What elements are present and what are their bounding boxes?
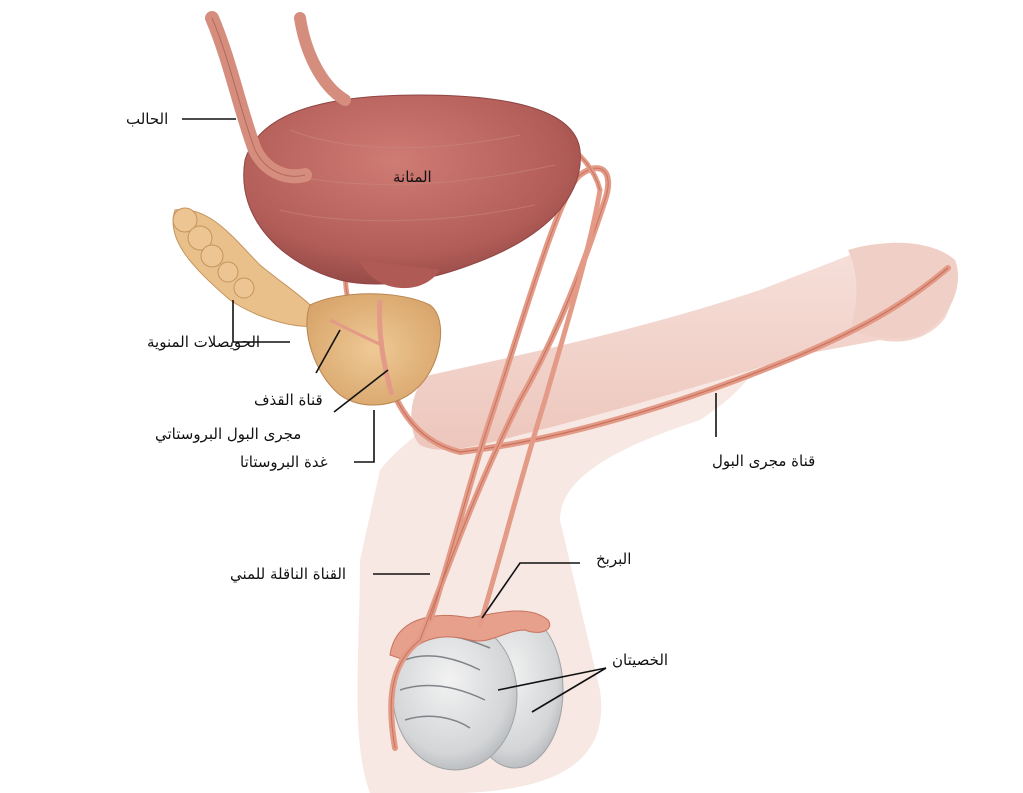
epididymis-shape xyxy=(389,610,551,661)
seminal-vesicles-shape xyxy=(172,207,321,327)
label-testes: الخصيتان xyxy=(612,651,669,669)
leader-lines xyxy=(182,118,717,713)
leader-prostate xyxy=(354,410,375,463)
label-ureter: الحالب xyxy=(126,110,169,128)
prostate-shape xyxy=(306,293,442,406)
leader-testis-1 xyxy=(497,667,607,691)
leader-testis-2 xyxy=(531,667,607,713)
leader-ejaculatory-duct xyxy=(315,329,341,374)
label-prostate: غدة البروستاتا xyxy=(240,453,328,471)
leader-epididymis xyxy=(481,562,580,619)
label-seminal-vesicles: الحويصلات المنوية xyxy=(147,333,261,351)
label-bladder: المثانة xyxy=(393,168,432,186)
label-epididymis: البربخ xyxy=(596,550,632,568)
leader-prostatic-urethra xyxy=(333,369,389,413)
label-vas-deferens: القناة الناقلة للمني xyxy=(230,565,347,583)
leader-seminal-vesicles xyxy=(232,300,290,343)
label-urethra: قناة مجرى البول xyxy=(712,452,816,470)
bladder-shape xyxy=(243,94,581,289)
label-ejaculatory-duct: قناة القذف xyxy=(254,391,323,409)
label-prostatic-urethra: مجرى البول البروستاتي xyxy=(155,425,302,443)
